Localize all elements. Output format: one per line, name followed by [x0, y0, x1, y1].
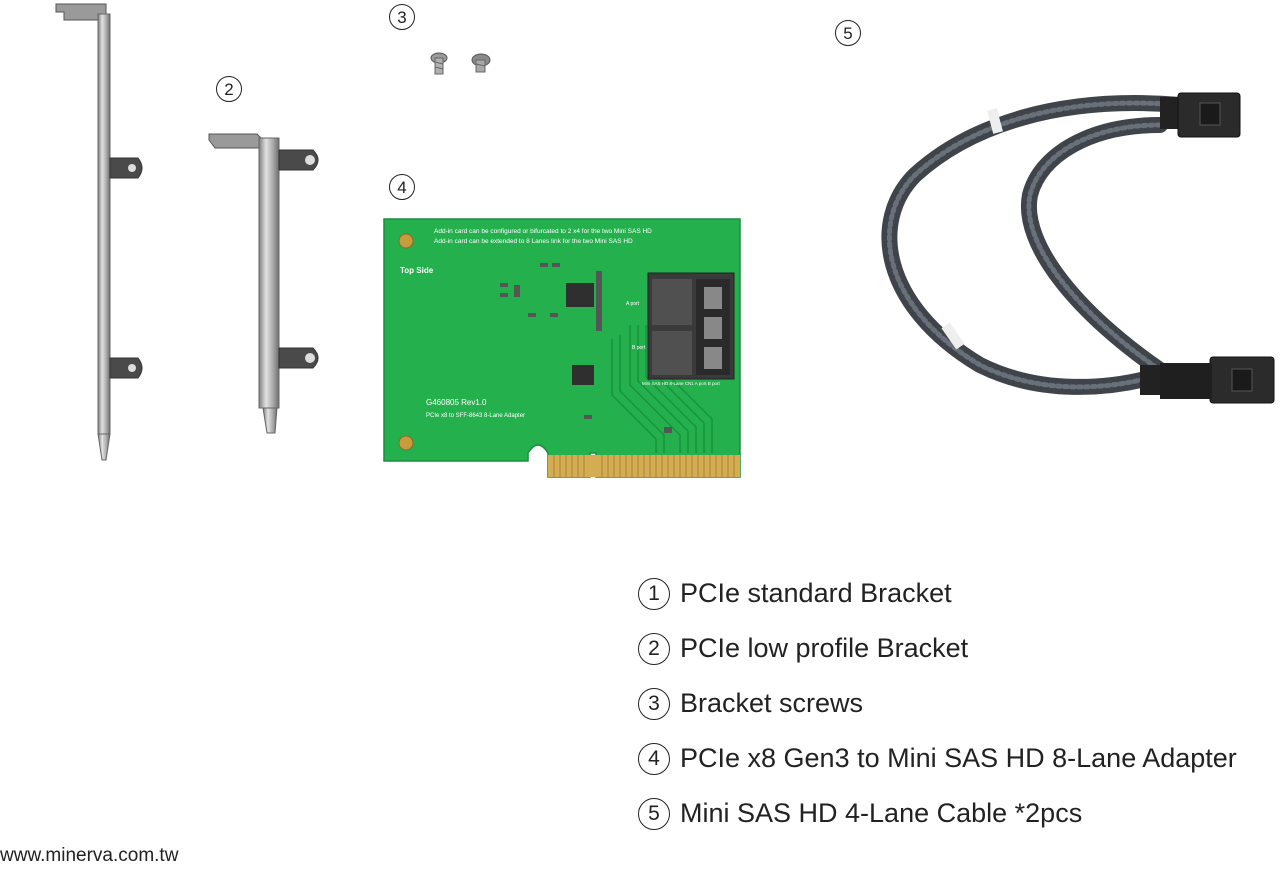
board-note-line2: Add-in card can be extended to 8 Lanes l… [434, 238, 633, 245]
legend-number-5: 5 [638, 797, 670, 830]
board-note-line1: Add-in card can be configured or bifurca… [434, 228, 652, 235]
legend-number-2: 2 [638, 632, 670, 665]
standard-bracket-image [55, 3, 143, 461]
parts-legend: 1 PCIe standard Bracket 2 PCIe low profi… [638, 566, 1237, 841]
adapter-board-image: Add-in card can be configured or bifurca… [383, 218, 741, 478]
legend-number-1: 1 [638, 577, 670, 610]
board-port-b: B port [632, 345, 646, 351]
legend-number-3: 3 [638, 687, 670, 720]
legend-text-3: Bracket screws [680, 688, 864, 718]
board-port-a: A port [626, 301, 640, 307]
cable-image [881, 92, 1275, 404]
legend-text-4: PCIe x8 Gen3 to Mini SAS HD 8-Lane Adapt… [680, 743, 1237, 773]
footer-url: www.minerva.com.tw [0, 845, 179, 866]
legend-item-4: 4 PCIe x8 Gen3 to Mini SAS HD 8-Lane Ada… [638, 731, 1237, 786]
legend-text-1: PCIe standard Bracket [680, 578, 952, 608]
board-desc: PCIe x8 to SFF-8643 8-Lane Adapter [426, 413, 525, 419]
legend-item-2: 2 PCIe low profile Bracket [638, 621, 1237, 676]
board-model: G460805 Rev1.0 [426, 398, 487, 407]
board-cn-label: Mini SAS HD 8-Lane CN1 A port B port [642, 381, 721, 386]
legend-item-3: 3 Bracket screws [638, 676, 1237, 731]
legend-number-4: 4 [638, 742, 670, 775]
legend-text-2: PCIe low profile Bracket [680, 633, 969, 663]
low-profile-bracket-image [208, 133, 319, 434]
legend-text-5: Mini SAS HD 4-Lane Cable *2pcs [680, 798, 1083, 828]
callout-4: 4 [389, 174, 415, 200]
board-top-side: Top Side [400, 266, 434, 275]
legend-item-1: 1 PCIe standard Bracket [638, 566, 1237, 621]
callout-5: 5 [835, 20, 861, 46]
screws-image [430, 52, 491, 75]
callout-2: 2 [216, 76, 242, 102]
legend-item-5: 5 Mini SAS HD 4-Lane Cable *2pcs [638, 786, 1237, 841]
callout-3: 3 [389, 4, 415, 30]
